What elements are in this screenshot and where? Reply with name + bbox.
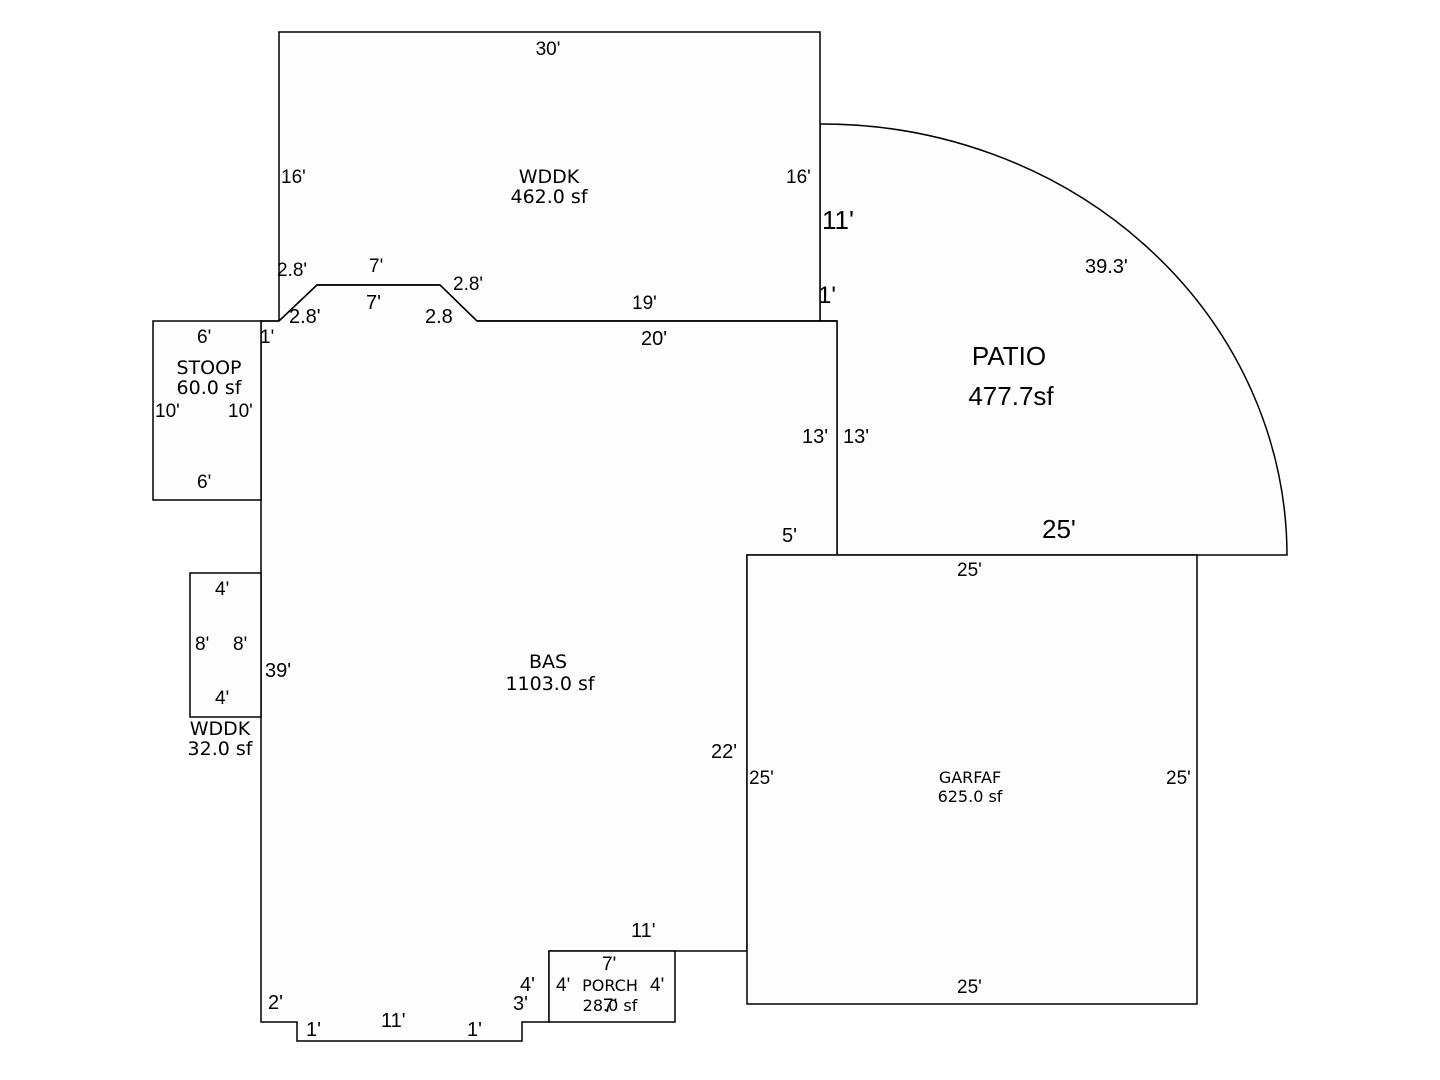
garage-area: 625.0 sf — [938, 787, 1003, 806]
wddk-small-dim-bottom: 4' — [215, 688, 229, 709]
bas-dim-bottom-left-step: 2' — [268, 992, 283, 1014]
wddk-small-outline — [189, 572, 262, 718]
bas-dim-bottom-middle: 11' — [381, 1010, 406, 1032]
bas-name: BAS — [529, 651, 567, 673]
wddk-top-area: 462.0 sf — [510, 186, 588, 208]
bay-dim-top-upper: 7' — [369, 256, 383, 277]
patio-dim-left-upper: 11' — [822, 205, 854, 235]
bay-dim-right-lower: 2.8 — [425, 306, 453, 328]
patio-outline — [819, 123, 1288, 556]
bay-dim-top-lower: 7' — [366, 292, 381, 314]
wddk-small-area: 32.0 sf — [188, 738, 254, 760]
bas-dim-bottom-right: 11' — [631, 920, 656, 942]
patio-dim-bottom: 25' — [1042, 514, 1076, 544]
bas-dim-bottom-jog-left: 1' — [306, 1019, 321, 1041]
garage-outline — [746, 554, 1198, 1005]
porch-dim-bottom: 7' — [603, 996, 617, 1017]
bas-dim-porch-top-outer: 4' — [520, 974, 535, 996]
bay-dim-right-upper: 2.8' — [453, 274, 483, 295]
patio-dim-left-lower: 13' — [843, 426, 869, 448]
wddk-top-name: WDDK — [519, 166, 580, 188]
patio-dim-left-small: 1' — [818, 282, 836, 309]
bas-dim-right-lower: 22' — [711, 741, 737, 763]
garage-name: GARFAF — [939, 768, 1001, 787]
wddk-small-dim-right: 8' — [233, 634, 247, 655]
garage-dim-left: 25' — [749, 768, 774, 789]
patio-name: PATIO — [972, 341, 1046, 371]
stoop-dim-right: 10' — [228, 401, 253, 422]
bay-right-wall — [439, 284, 478, 322]
porch-outline — [548, 950, 676, 1023]
wddk-top-dim-top: 30' — [536, 39, 561, 60]
porch-area: 28.0 sf — [583, 996, 638, 1015]
bas-dim-top: 20' — [641, 328, 667, 350]
bay-left-wall — [278, 284, 318, 322]
bas-dim-right-upper: 13' — [802, 426, 828, 448]
patio-area: 477.7sf — [968, 381, 1054, 411]
stoop-name: STOOP — [176, 357, 241, 379]
bay-dim-left-lower: 2.8' — [289, 306, 321, 328]
stoop-dim-bottom: 6' — [197, 472, 211, 493]
porch-dim-left: 4' — [556, 975, 570, 996]
wddk-top-dim-right: 16' — [786, 167, 811, 188]
stoop-dim-left: 10' — [155, 401, 180, 422]
bas-dim-porch-side: 3' — [513, 993, 528, 1015]
garage-dim-bottom: 25' — [957, 977, 982, 998]
stoop-dim-top: 6' — [197, 327, 211, 348]
patio-dim-arc: 39.3' — [1085, 256, 1128, 278]
bas-area: 1103.0 sf — [505, 673, 595, 695]
porch-name: PORCH — [582, 976, 638, 995]
stoop-area: 60.0 sf — [177, 377, 243, 399]
wddk-top-dim-left: 16' — [281, 167, 306, 188]
bas-dim-bottom-jog-right: 1' — [467, 1019, 482, 1041]
porch-dim-top: 7' — [602, 954, 616, 975]
garage-dim-right: 25' — [1166, 768, 1191, 789]
wddk-small-dim-left: 8' — [195, 634, 209, 655]
stoop-outline — [152, 320, 262, 501]
wddk-small-name: WDDK — [190, 718, 251, 740]
bas-dim-step: 5' — [782, 525, 797, 547]
porch-dim-right: 4' — [650, 975, 664, 996]
wddk-small-dim-top: 4' — [215, 579, 229, 600]
wddk-top-dim-bottom: 19' — [632, 293, 657, 314]
garage-dim-top: 25' — [957, 560, 982, 581]
bas-dim-left-top: 1' — [260, 327, 274, 348]
bay-dim-left-upper: 2.8' — [277, 260, 307, 281]
bas-dim-left: 39' — [265, 660, 291, 682]
